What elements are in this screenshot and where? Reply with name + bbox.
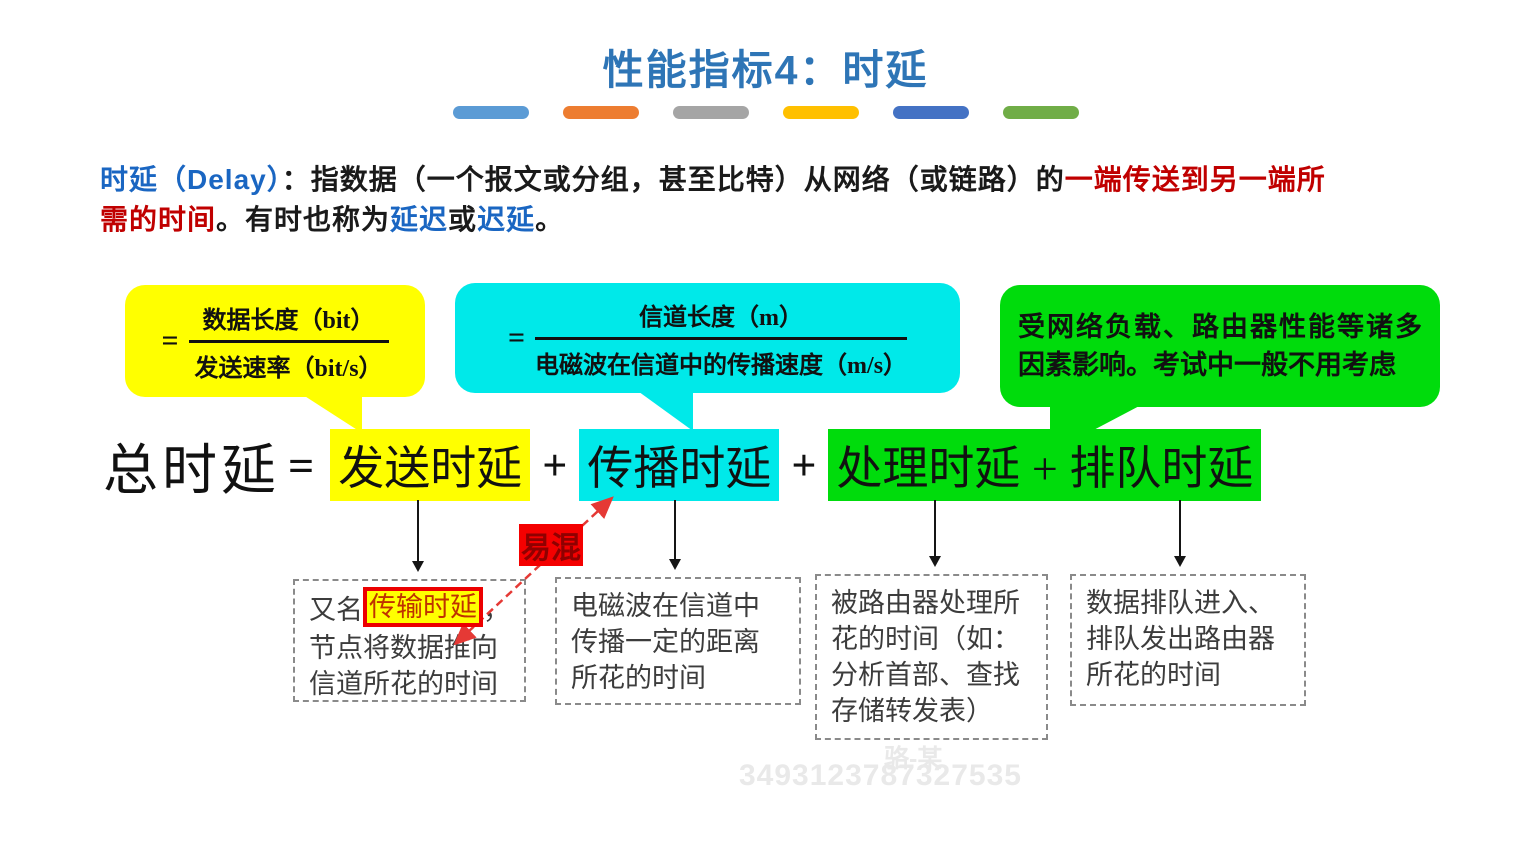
page-title: 性能指标4：时延 bbox=[602, 47, 929, 93]
divider-bar bbox=[452, 106, 529, 119]
note-line: 信道所花的时间 bbox=[309, 669, 498, 699]
equals-sign: = bbox=[161, 324, 179, 357]
note-line: 分析首部、查找 bbox=[831, 660, 1020, 690]
definition-synonym: 延迟 bbox=[390, 204, 449, 235]
definition-text: 。 bbox=[535, 204, 565, 235]
callout-tail bbox=[635, 389, 693, 431]
fraction-numerator: 信道长度（m） bbox=[535, 297, 908, 340]
definition-text: 。有时也称为 bbox=[216, 204, 391, 235]
send-delay-fraction: 数据长度（bit） 发送速率（bit/s） bbox=[188, 300, 389, 383]
note-line: 排队发出路由器 bbox=[1086, 624, 1275, 654]
note-text: 又名 bbox=[309, 595, 363, 625]
term-send-delay: 发送时延 bbox=[330, 429, 531, 501]
fraction-denominator: 发送速率（bit/s） bbox=[194, 355, 383, 382]
connector-arrow-queue bbox=[1174, 500, 1186, 567]
definition-emphasis: 需的时间 bbox=[100, 204, 217, 235]
send-delay-formula-callout: = 数据长度（bit） 发送速率（bit/s） bbox=[125, 285, 425, 433]
term-processing-queue-delay: 处理时延 + 排队时延 bbox=[828, 429, 1262, 501]
definition-text: ：指数据（一个报文或分组，甚至比特）从网络（或链路）的 bbox=[281, 164, 1065, 195]
processing-queue-note-callout: 受网络负载、路由器性能等诸多因素影响。考试中一般不用考虑 bbox=[1000, 285, 1440, 453]
processing-delay-note-box: 被路由器处理所 花的时间（如： 分析首部、查找 存储转发表） bbox=[815, 574, 1048, 740]
divider-bar bbox=[1002, 106, 1079, 119]
divider-bar bbox=[672, 106, 749, 119]
propagation-delay-fraction: 信道长度（m） 电磁波在信道中的传播速度（m/s） bbox=[535, 297, 908, 380]
total-delay-equation: 总时延 = 发送时延 + 传播时延 + 处理时延 + 排队时延 bbox=[103, 428, 1262, 502]
divider-bars bbox=[0, 106, 1531, 119]
queue-delay-note-box: 数据排队进入、 排队发出路由器 所花的时间 bbox=[1070, 574, 1306, 706]
plus-sign: + bbox=[791, 440, 817, 490]
confusion-badge: 易混 bbox=[519, 524, 583, 566]
equation-lhs: 总时延 bbox=[103, 440, 281, 501]
note-line: 存储转发表） bbox=[831, 696, 993, 726]
transmission-delay-highlight: 传输时延 bbox=[363, 587, 483, 627]
connector-arrow-send bbox=[412, 500, 424, 572]
connector-arrow-propagation bbox=[669, 500, 681, 570]
fraction-numerator: 数据长度（bit） bbox=[188, 300, 389, 343]
plus-sign: + bbox=[542, 440, 568, 490]
connector-arrow-processing bbox=[929, 500, 941, 567]
note-line: 所花的时间 bbox=[1086, 660, 1221, 690]
callout-tail bbox=[300, 393, 362, 433]
note-line: 又名传输时延， bbox=[309, 587, 510, 630]
watermark-name: 骆-某 bbox=[884, 745, 943, 773]
equals-sign: = bbox=[288, 439, 315, 491]
definition-line-2: 需的时间。有时也称为延迟或迟延。 bbox=[100, 200, 1430, 240]
term-propagation-delay: 传播时延 bbox=[579, 429, 780, 501]
definition-paragraph: 时延（Delay）：指数据（一个报文或分组，甚至比特）从网络（或链路）的一端传送… bbox=[100, 160, 1430, 240]
note-line: 数据排队进入、 bbox=[1086, 588, 1275, 618]
note-line: 花的时间（如： bbox=[831, 624, 1020, 654]
watermark-number: 3493123787327535 bbox=[739, 759, 1022, 792]
definition-text: 或 bbox=[448, 204, 478, 235]
propagation-delay-formula-callout: = 信道长度（m） 电磁波在信道中的传播速度（m/s） bbox=[455, 283, 960, 431]
divider-bar bbox=[782, 106, 859, 119]
note-line: 所花的时间 bbox=[571, 663, 706, 693]
definition-term-delay: 时延（Delay） bbox=[100, 164, 282, 195]
definition-emphasis: 一端传送到另一端所 bbox=[1064, 164, 1326, 195]
definition-synonym: 迟延 bbox=[477, 204, 536, 235]
note-line: 被路由器处理所 bbox=[831, 588, 1020, 618]
fraction-denominator: 电磁波在信道中的传播速度（m/s） bbox=[535, 352, 908, 379]
callout-text: 受网络负载、路由器性能等诸多因素影响。考试中一般不用考虑 bbox=[1018, 312, 1422, 380]
definition-line-1: 时延（Delay）：指数据（一个报文或分组，甚至比特）从网络（或链路）的一端传送… bbox=[100, 160, 1430, 200]
divider-bar bbox=[892, 106, 969, 119]
divider-bar bbox=[562, 106, 639, 119]
equals-sign: = bbox=[507, 321, 526, 354]
